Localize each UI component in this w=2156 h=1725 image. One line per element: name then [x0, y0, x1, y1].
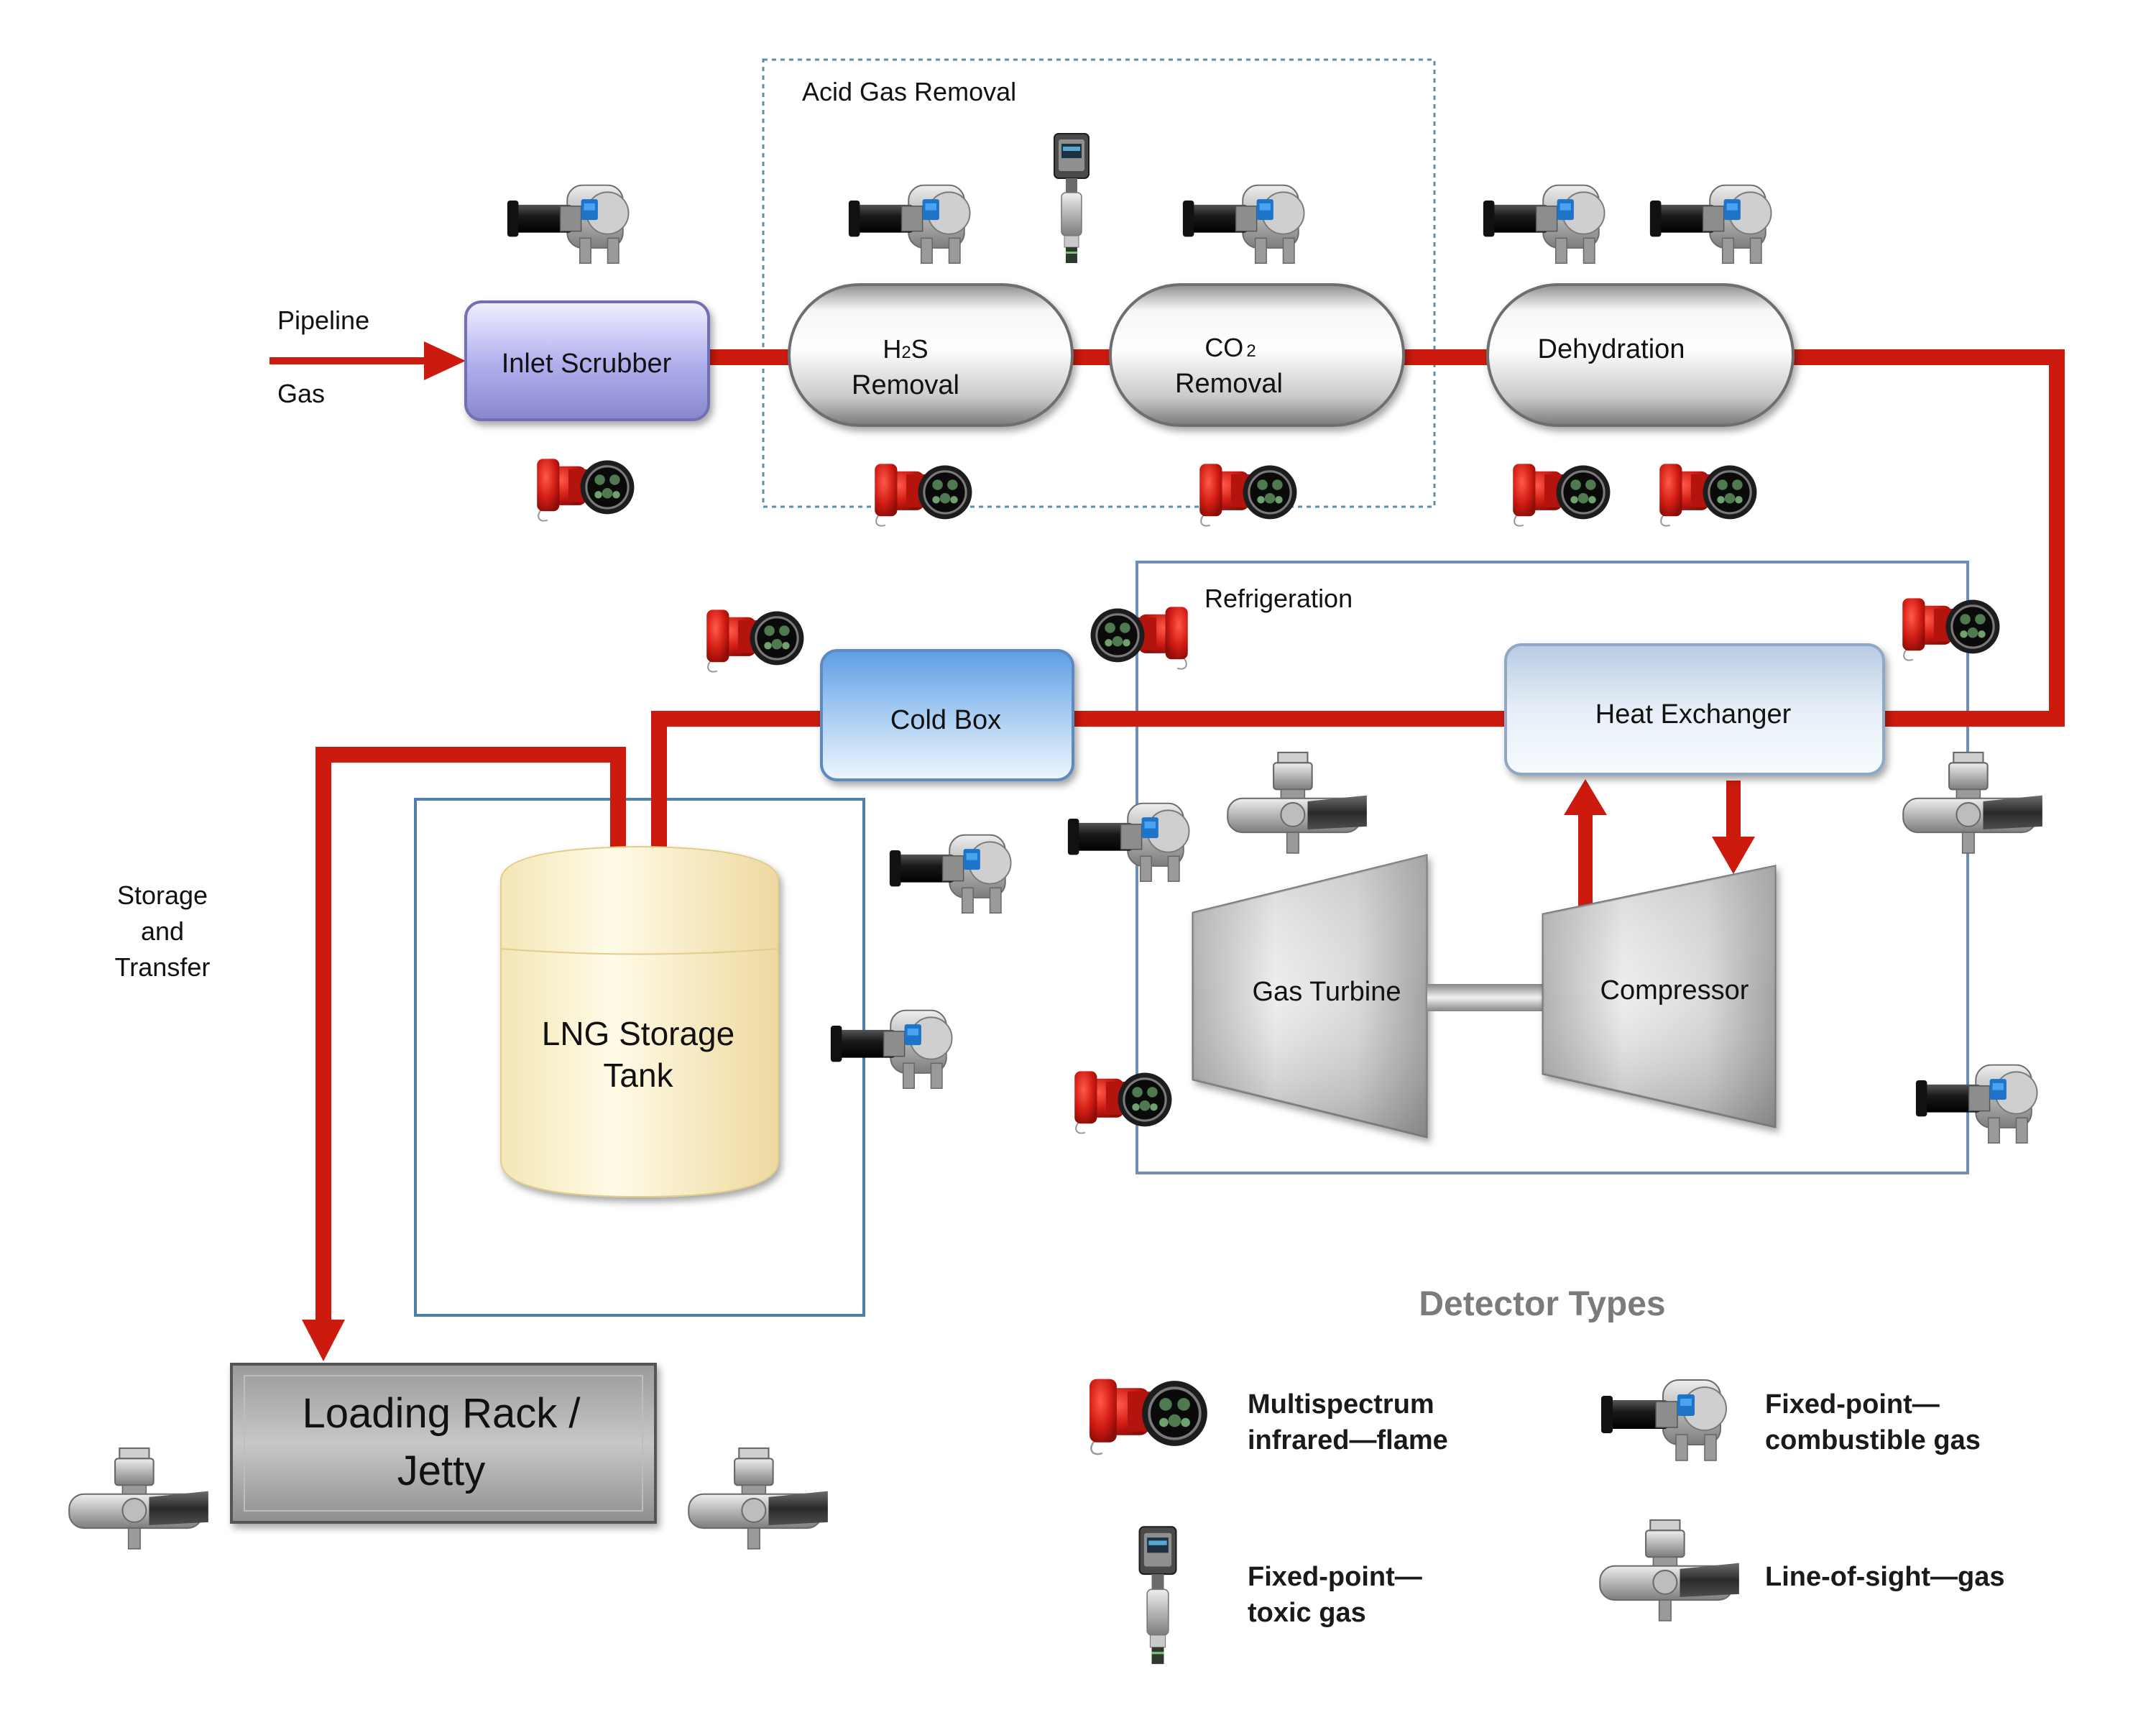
arrow-heat-exchanger-to-compressor-head: [1712, 837, 1755, 874]
toxic-gas-detector-icon: [1053, 132, 1090, 264]
loading-rack-label-line2: Jetty: [397, 1448, 486, 1494]
flame-detector-icon: [1658, 462, 1759, 528]
heat-exchanger: [1504, 643, 1885, 776]
dehydration-label: Dehydration: [1538, 334, 1685, 364]
line-of-sight-gas-detector-icon: [1227, 751, 1368, 854]
h2s-removal-label: Removal: [852, 370, 959, 400]
loading-rack-label-line1: Loading Rack /: [303, 1390, 581, 1437]
legend-combustible-gas-detector-icon: [1600, 1379, 1727, 1461]
gas-label: Gas: [277, 379, 325, 408]
acid-gas-removal-zone: [762, 58, 1436, 508]
inlet-scrubber-label: Inlet Scrubber: [502, 349, 672, 379]
flame-detector-icon: [1089, 605, 1189, 671]
lng-tank-label-line1: LNG Storage: [542, 1015, 734, 1052]
dehydration-vessel: [1486, 283, 1795, 427]
heat-exchanger-label: Heat Exchanger: [1595, 699, 1792, 730]
line-of-sight-gas-detector-icon: [68, 1447, 209, 1550]
line-of-sight-gas-detector-icon: [1902, 751, 2043, 854]
lng-storage-tank: [500, 845, 779, 1198]
legend-title: Detector Types: [1419, 1285, 1665, 1323]
legend-flame-line1: Multispectrum: [1248, 1389, 1434, 1420]
legend-flame-line2: infrared—flame: [1248, 1425, 1448, 1455]
pipe-tank-to-loading: [315, 747, 626, 1321]
flame-detector-icon: [1073, 1070, 1174, 1135]
turbine-shaft: [1426, 984, 1544, 1011]
legend-los-line1: Line-of-sight—gas: [1765, 1562, 2005, 1592]
compressor-label: Compressor: [1600, 975, 1749, 1006]
combustible-gas-detector-icon: [1482, 184, 1606, 264]
arrow-compressor-to-heat-exchanger-head: [1564, 779, 1607, 815]
combustible-gas-detector-icon: [506, 184, 630, 264]
h2s-label: H2S: [883, 334, 928, 364]
pipe-dehydration-to-heat-exchanger: [1793, 349, 2065, 727]
pipeline-label: Pipeline: [277, 305, 369, 335]
flame-detector-icon: [873, 462, 974, 528]
flame-detector-icon: [535, 457, 636, 523]
co2-removal-label: Removal: [1175, 369, 1283, 399]
legend-toxic-line2: toxic gas: [1248, 1598, 1366, 1628]
pipeline-inlet-arrowhead: [424, 341, 466, 380]
legend-combustible-line1: Fixed-point—: [1765, 1389, 1940, 1420]
legend-toxic-line1: Fixed-point—: [1248, 1562, 1422, 1592]
flame-detector-icon: [1511, 462, 1612, 528]
storage-label-line3: Transfer: [115, 952, 211, 982]
combustible-gas-detector-icon: [888, 834, 1012, 914]
combustible-gas-detector-icon: [1649, 184, 1772, 264]
loading-arrowhead: [302, 1320, 345, 1361]
detector-types-legend: Detector Types Multispectrum infrared—fl…: [1088, 1285, 2005, 1665]
legend-toxic-gas-detector-icon: [1138, 1526, 1177, 1665]
cold-box-label: Cold Box: [890, 705, 1001, 735]
refrigeration-label: Refrigeration: [1204, 584, 1353, 613]
co2-removal-vessel: [1109, 283, 1405, 427]
lng-tank-label-line2: Tank: [603, 1057, 673, 1094]
loading-rack-bevel: [244, 1375, 643, 1512]
flame-detector-icon: [705, 608, 806, 673]
legend-flame-detector-icon: [1088, 1377, 1209, 1455]
process-pipes: [315, 349, 2065, 1321]
cold-box: [820, 649, 1074, 781]
h2s-removal-vessel: [788, 283, 1074, 427]
combustible-gas-detector-icon: [1181, 184, 1305, 264]
combustible-gas-detector-icon: [829, 1009, 953, 1090]
loading-rack-jetty-block: [230, 1363, 657, 1524]
flame-detector-icon: [1198, 462, 1299, 528]
storage-label-line2: and: [141, 916, 184, 946]
compressor: [1542, 865, 1777, 1128]
flame-detector-icon: [1901, 597, 2001, 662]
gas-turbine-label: Gas Turbine: [1253, 977, 1401, 1007]
line-of-sight-gas-detector-icon: [688, 1447, 829, 1550]
storage-label-line1: Storage: [117, 880, 208, 910]
refrigeration-zone: [1135, 561, 1969, 1174]
gas-turbine: [1192, 854, 1428, 1138]
legend-line-of-sight-gas-detector-icon: [1599, 1519, 1740, 1622]
acid-gas-removal-label: Acid Gas Removal: [802, 77, 1016, 106]
legend-combustible-line2: combustible gas: [1765, 1425, 1981, 1455]
pipe-cold-box-to-tank: [651, 711, 821, 847]
inlet-scrubber-vessel: [464, 300, 710, 421]
combustible-gas-detector-icon: [1067, 802, 1190, 883]
combustible-gas-detector-icon: [1915, 1064, 2038, 1144]
combustible-gas-detector-icon: [847, 184, 971, 264]
